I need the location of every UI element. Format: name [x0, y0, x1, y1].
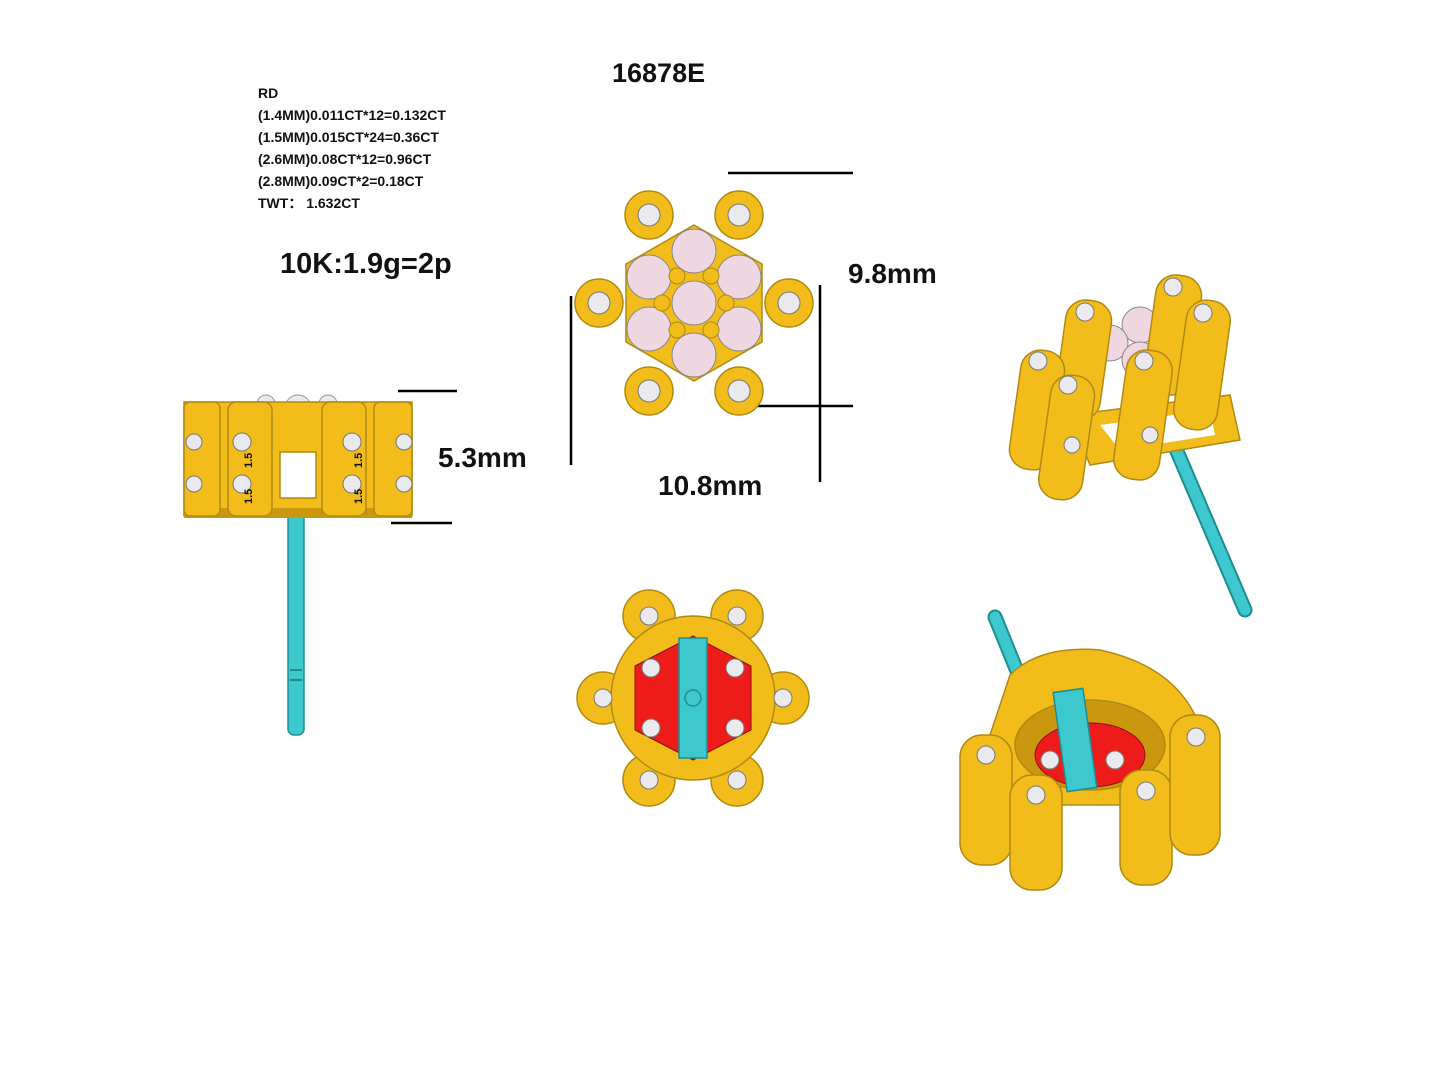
bottom-view: [576, 589, 810, 807]
stone-spec-line: (2.6MM)0.08CT*12=0.96CT: [258, 151, 432, 167]
earring-post: [287, 509, 305, 736]
iso-view-bottom: [959, 609, 1221, 891]
total-weight: TWT： 1.632CT: [258, 195, 360, 211]
stone-type: RD: [258, 85, 279, 101]
dimension-height-label: 5.3mm: [438, 442, 527, 473]
side-mark: 1.5: [353, 489, 365, 504]
dimension-width-label: 9.8mm: [848, 258, 937, 289]
model-code: 16878E: [612, 58, 706, 88]
side-mark: 1.5: [243, 489, 255, 504]
stone-spec: RD (1.4MM)0.011CT*12=0.132CT (1.5MM)0.01…: [258, 82, 446, 214]
stone-spec-line: (2.8MM)0.09CT*2=0.18CT: [258, 173, 424, 189]
side-mark: 1.5: [243, 453, 255, 468]
metal-weight: 10K:1.9g=2p: [280, 248, 452, 280]
top-view: [574, 190, 814, 416]
side-view: 1.5 1.5 1.5 1.5: [183, 394, 413, 736]
dimension-diameter-label: 10.8mm: [658, 470, 763, 501]
side-mark: 1.5: [353, 453, 365, 468]
stone-spec-line: (1.4MM)0.011CT*12=0.132CT: [258, 107, 446, 123]
stone-spec-line: (1.5MM)0.015CT*24=0.36CT: [258, 129, 439, 145]
iso-view-top: [1008, 274, 1253, 618]
